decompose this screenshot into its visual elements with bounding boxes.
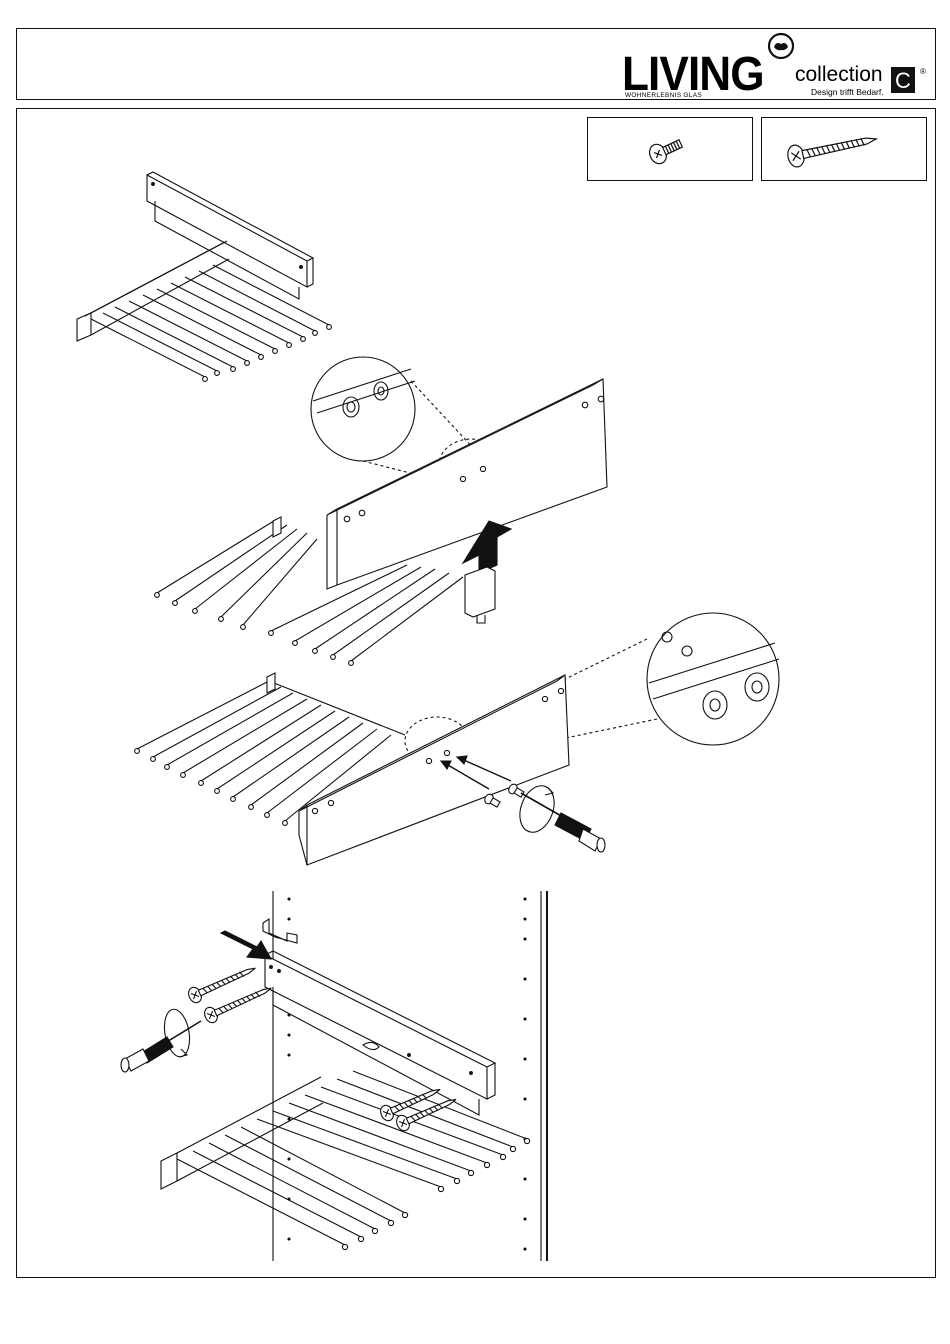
- brand-tagline: Design trifft Bedarf.: [811, 87, 884, 97]
- step1-rods: [91, 265, 331, 381]
- step4-wood-screws-left: [186, 961, 274, 1025]
- step4-rods: [177, 1071, 530, 1250]
- step4-screwdriver-icon: [121, 1007, 201, 1072]
- brand-c-box: C: [891, 67, 915, 93]
- brand-collection: collection: [795, 63, 883, 87]
- header-frame: LIVING WOHNERLEBNIS GLAS collection C ® …: [16, 28, 936, 100]
- heart-ring-icon: [766, 31, 796, 61]
- arrow-right-icon: [221, 931, 271, 959]
- brand-subline: WOHNERLEBNIS GLAS: [625, 92, 702, 99]
- step1-rack: [77, 172, 313, 341]
- main-frame: [16, 108, 936, 1278]
- screwdriver-icon: [514, 781, 605, 852]
- step3-board: [299, 675, 569, 865]
- brand-registered: ®: [920, 67, 926, 76]
- assembly-drawing: [17, 109, 937, 1279]
